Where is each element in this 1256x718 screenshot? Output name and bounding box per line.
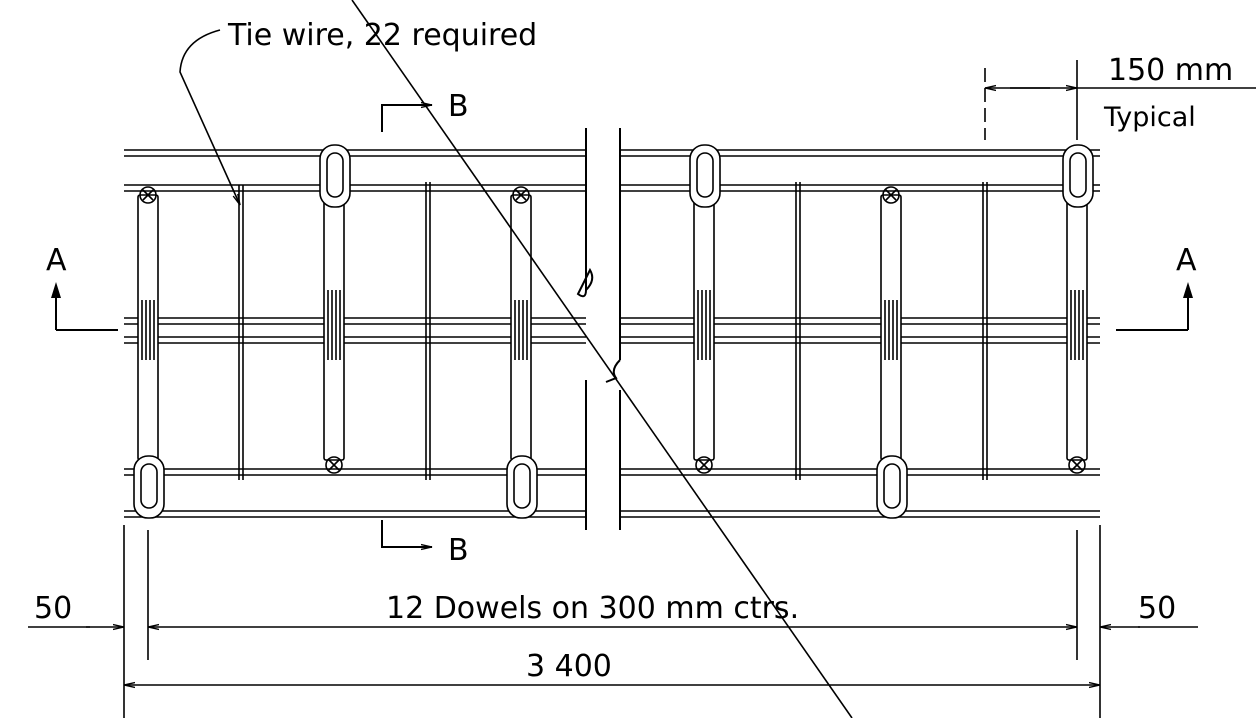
break-line [576,128,621,530]
section-b-top-marker [381,105,432,132]
rails [124,149,1100,518]
overall-length-label: 3 400 [526,649,612,684]
section-b-bottom-marker [381,520,432,547]
dimension-lines [28,525,1198,718]
diagonal-line [351,0,853,718]
dowel-bar [133,186,165,519]
section-a-right-label: A [1176,243,1197,278]
edge-left-label: 50 [34,591,72,626]
section-a-right-marker [1116,282,1193,331]
spacing-dimension [984,60,1256,140]
section-b-top-label: B [448,89,469,124]
dowel-bar [506,186,538,519]
section-a-left-label: A [46,243,67,278]
tie-wires [238,182,988,480]
tie-wire-label: Tie wire, 22 required [227,18,537,53]
dowel-bar [689,144,721,474]
section-b-bottom-label: B [448,533,469,568]
dowel-bar [1062,144,1094,474]
dowel-bar [319,144,351,474]
tie-wire-leader [179,29,241,205]
dowel-bar [876,186,908,519]
spacing-label: 150 mm [1108,53,1233,88]
edge-right-label: 50 [1138,591,1176,626]
spacing-note: Typical [1103,102,1196,133]
section-a-left-marker [51,282,118,331]
dowels-label: 12 Dowels on 300 mm ctrs. [386,591,799,626]
